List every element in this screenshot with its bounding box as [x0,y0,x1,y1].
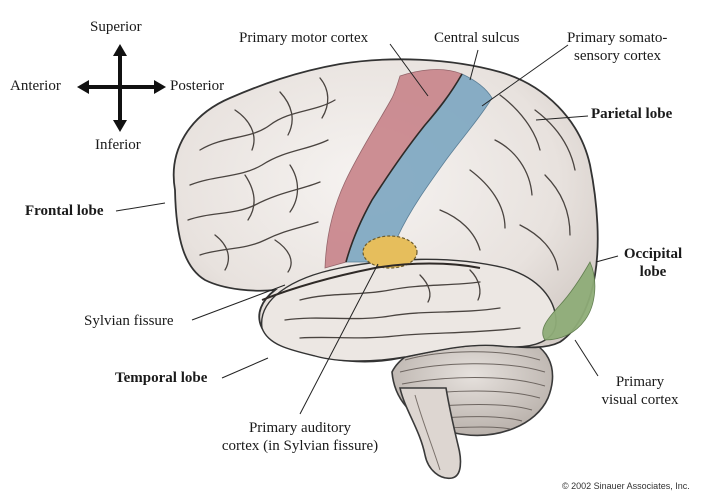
orientation-compass [77,44,166,132]
frontal-lobe-label: Frontal lobe [25,203,104,219]
gyri-pattern [187,77,576,339]
primary-visual-cortex-region [542,261,596,341]
leader-parietal-lobe [535,115,589,121]
central-sulcus-label: Central sulcus [434,30,520,46]
arrow-left-icon [77,80,89,94]
superior-label: Superior [90,19,142,35]
temporal-lobe-label: Temporal lobe [115,370,208,386]
arrow-up-icon [113,44,127,56]
leader-temporal-lobe [221,357,269,379]
posterior-label: Posterior [170,78,225,94]
primary-auditory-cortex-label-line1: Primary auditory [248,420,352,436]
primary-auditory-cortex-label-line2: cortex (in Sylvian fissure) [221,438,379,454]
leader-motor-cortex [389,43,429,97]
anterior-label: Anterior [10,78,61,94]
primary-somatosensory-cortex-label-line2: sensory cortex [574,48,662,64]
copyright-notice: © 2002 Sinauer Associates, Inc. [562,481,690,491]
arrow-down-icon [113,120,127,132]
leader-lines [115,43,619,415]
leader-somatosensory [481,44,569,107]
arrow-right-icon [154,80,166,94]
primary-visual-cortex-label-line2: visual cortex [601,392,679,408]
primary-visual-cortex-label-line1: Primary [615,374,665,390]
parietal-lobe-label: Parietal lobe [591,106,673,122]
leader-visual-cortex [574,339,599,377]
occipital-lobe-label-line2: lobe [639,264,667,280]
leader-central-sulcus [469,49,479,81]
primary-motor-cortex-label: Primary motor cortex [239,30,369,46]
leader-frontal-lobe [115,202,166,212]
inferior-label: Inferior [95,137,141,153]
leader-occipital-lobe [595,255,619,263]
brainstem [398,387,462,480]
leader-auditory-cortex [299,263,379,415]
sylvian-fissure-line [261,262,481,301]
primary-auditory-cortex-region [362,235,418,269]
occipital-lobe-label-line1: Occipital [623,246,683,262]
central-sulcus-line [345,73,463,263]
sylvian-fissure-label: Sylvian fissure [84,313,174,329]
primary-somatosensory-cortex-label-line1: Primary somato- [567,30,668,46]
leader-sylvian-fissure [191,284,286,321]
